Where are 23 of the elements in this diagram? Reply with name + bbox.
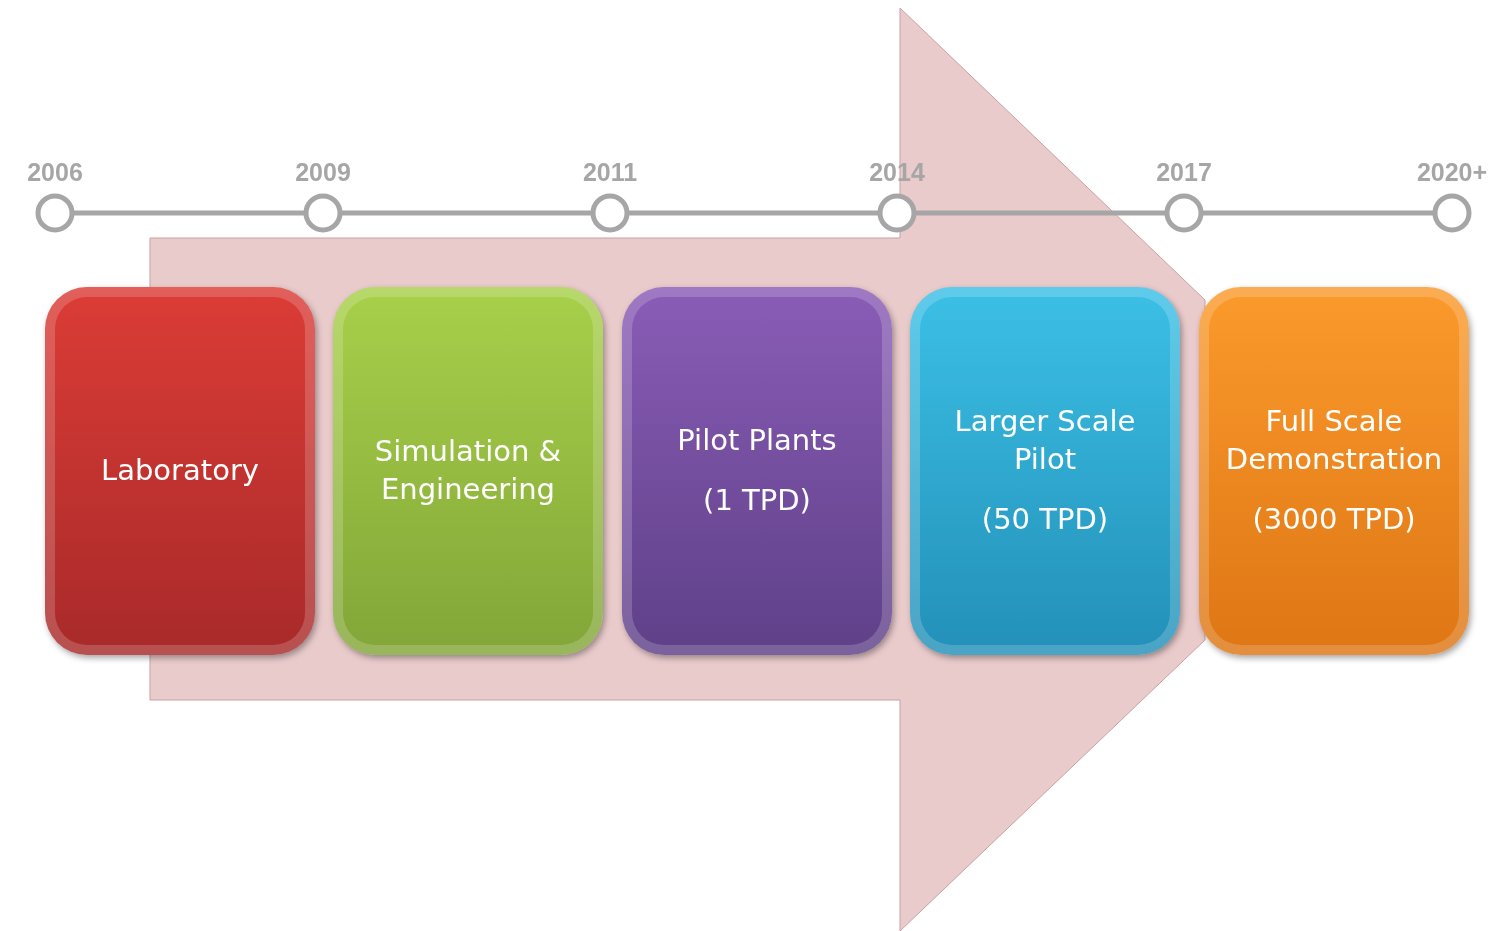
year-label: 2009 [294,158,352,187]
stage-box [910,287,1180,655]
year-label: 2020+ [1415,158,1489,187]
stage-box [1199,287,1469,655]
year-label: 2017 [1155,158,1213,187]
stage-label: Larger Scale Pilot [953,403,1137,479]
year-label: 2011 [581,158,639,187]
stage-label: Laboratory [101,452,259,490]
stage-label: Pilot Plants [677,422,837,460]
stage-label: (3000 TPD) [1252,500,1416,538]
year-label: 2006 [26,158,84,187]
timeline-line [916,210,1165,216]
timeline-line [1203,210,1433,216]
stage-box [45,287,315,655]
timeline-line [629,210,878,216]
stage-box [622,287,892,655]
stage-label: Simulation & Engineering [373,433,563,508]
timeline-line [74,210,304,216]
stage-label: Full Scale Demonstration [1224,403,1444,479]
stage-label: (1 TPD) [703,482,811,519]
stage-label: (50 TPD) [981,500,1109,538]
stage-box [333,287,603,655]
timeline-line [342,210,591,216]
